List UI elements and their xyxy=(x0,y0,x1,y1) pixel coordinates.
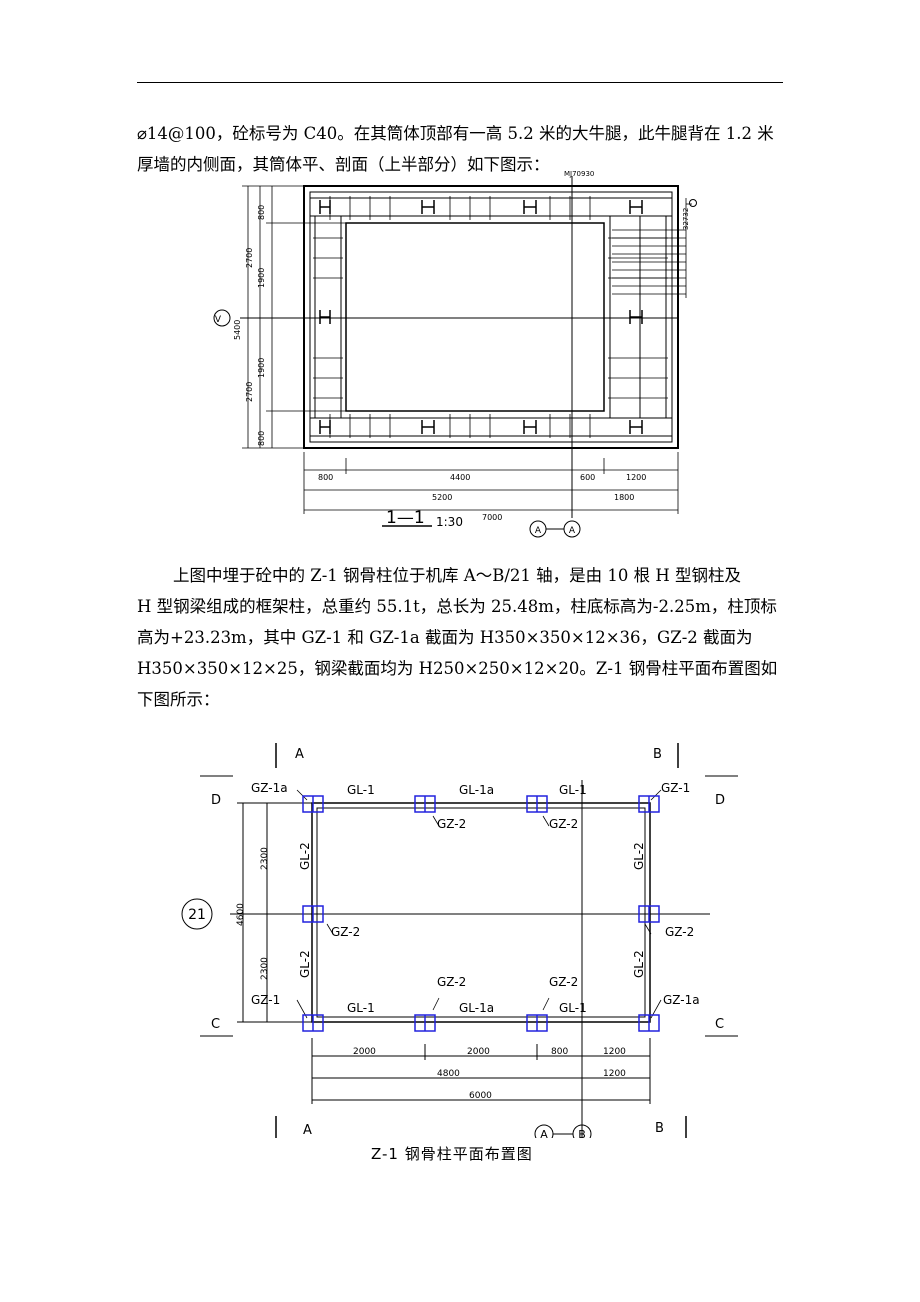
axis-bottom-a: A xyxy=(535,526,542,536)
top-wall-ribs xyxy=(310,197,672,217)
dim-left-outer-2: 2700 xyxy=(245,382,254,402)
dim-row1-4: 1200 xyxy=(603,1047,626,1057)
dim-b6: 1800 xyxy=(614,493,634,502)
stair-lines xyxy=(612,198,692,298)
column-markers xyxy=(302,795,660,1032)
axis-a-bottom: A xyxy=(303,1123,312,1138)
label-beam-bot2: GL-1a xyxy=(459,1001,494,1015)
label-beam-side-l2: GL-2 xyxy=(298,950,312,978)
figure-caption: Z-1 钢骨柱平面布置图 xyxy=(371,1145,533,1163)
axis-c-right: C xyxy=(715,1017,724,1032)
dim-left-2: 2300 xyxy=(260,957,270,980)
label-beam-bot3: GL-1 xyxy=(559,1001,587,1015)
bottom-dimension-lines xyxy=(303,452,679,514)
label-col-mid-right: GZ-2 xyxy=(665,925,694,939)
section-scale: 1:30 xyxy=(436,515,463,529)
dim-b4: 1200 xyxy=(626,473,646,482)
stair-marker xyxy=(689,199,697,207)
frame-inner xyxy=(316,807,646,1018)
dim-left-2: 1900 xyxy=(257,268,266,288)
right-tag: 32732 xyxy=(682,208,690,230)
frame-outer xyxy=(311,802,651,1023)
dim-left-total: 5400 xyxy=(233,320,242,340)
label-col-top-mid1: GZ-2 xyxy=(437,817,466,831)
axis-21-bubble xyxy=(181,898,213,930)
axis-bubble-left xyxy=(213,309,231,327)
header-rule xyxy=(137,82,783,83)
left-dimension-lines xyxy=(242,185,346,449)
label-col-bot-mid1: GZ-2 xyxy=(437,975,466,989)
dim-b3: 600 xyxy=(580,473,595,482)
rib-ticks xyxy=(313,196,668,438)
h-section-marks xyxy=(319,200,643,434)
label-col-tl: GZ-1a xyxy=(251,781,288,795)
dim-b1: 800 xyxy=(318,473,333,482)
label-beam-top1: GL-1 xyxy=(347,783,375,797)
paragraph-1: ⌀14@100，砼标号为 C40。在其筒体顶部有一高 5.2 米的大牛腿，此牛腿… xyxy=(137,124,774,174)
label-col-mid-left: GZ-2 xyxy=(331,925,360,939)
label-beam-side-r1: GL-2 xyxy=(632,842,646,870)
axis-left-label: V xyxy=(215,315,222,325)
axis-a-top: A xyxy=(295,747,304,762)
label-col-bl: GZ-1 xyxy=(251,993,280,1007)
paragraph-2-rest: H 型钢梁组成的框架柱，总重约 55.1t，总长为 25.48m，柱底标高为-2… xyxy=(137,597,778,709)
axis-d-right: D xyxy=(715,793,725,808)
dim-row1-2: 2000 xyxy=(467,1047,490,1057)
dim-left-total: 4600 xyxy=(236,903,246,926)
dim-row2-2: 1200 xyxy=(603,1069,626,1079)
bottom-wall-ribs xyxy=(310,417,672,437)
label-col-top-mid2: GZ-2 xyxy=(549,817,578,831)
axis-tag-a: A xyxy=(540,1128,548,1138)
figure-column-layout: A B A B D D C C 21 GZ-1a GZ-1 GZ-1 GZ-1a… xyxy=(181,743,738,1138)
dim-row1-3: 800 xyxy=(551,1047,568,1057)
dim-b7: 7000 xyxy=(482,513,502,522)
label-col-tr: GZ-1 xyxy=(661,781,690,795)
dim-total: 6000 xyxy=(469,1091,492,1101)
inner-opening xyxy=(345,222,605,412)
figure-section-plan: MJ70930 32732 800 1900 1900 800 2700 270… xyxy=(213,170,697,538)
axis-c-left: C xyxy=(211,1017,220,1032)
axis-21-label: 21 xyxy=(188,907,206,923)
dim-left-1: 800 xyxy=(257,205,266,220)
axis-d-left: D xyxy=(211,793,221,808)
section-label: 1—1 xyxy=(386,508,425,528)
outer-wall xyxy=(303,185,679,449)
dim-left-3: 1900 xyxy=(257,358,266,378)
axis-b-top: B xyxy=(653,747,662,762)
dim-b5: 5200 xyxy=(432,493,452,502)
label-col-bot-mid2: GZ-2 xyxy=(549,975,578,989)
dim-left-1: 2300 xyxy=(260,847,270,870)
dim-left-outer-1: 2700 xyxy=(245,248,254,268)
paragraph-2: 上图中埋于砼中的 Z-1 钢骨柱位于机库 A～B/21 轴，是由 10 根 H … xyxy=(137,560,783,715)
left-wall-ribs xyxy=(314,216,342,418)
label-beam-side-l1: GL-2 xyxy=(298,842,312,870)
label-beam-top2: GL-1a xyxy=(459,783,494,797)
paragraph-2-line-1: 上图中埋于砼中的 Z-1 钢骨柱位于机库 A～B/21 轴，是由 10 根 H … xyxy=(173,566,741,585)
label-col-br: GZ-1a xyxy=(663,993,700,1007)
dim-row2-1: 4800 xyxy=(437,1069,460,1079)
axis-tag-b: B xyxy=(578,1128,586,1138)
axis-bottom-b: A xyxy=(569,526,576,536)
dim-left-4: 800 xyxy=(257,431,266,446)
label-beam-side-r2: GL-2 xyxy=(632,950,646,978)
axis-b-bottom: B xyxy=(655,1121,664,1136)
label-beam-top3: GL-1 xyxy=(559,783,587,797)
label-beam-bot1: GL-1 xyxy=(347,1001,375,1015)
dim-b2: 4400 xyxy=(450,473,470,482)
top-tag: MJ70930 xyxy=(564,170,594,178)
dim-row1-1: 2000 xyxy=(353,1047,376,1057)
